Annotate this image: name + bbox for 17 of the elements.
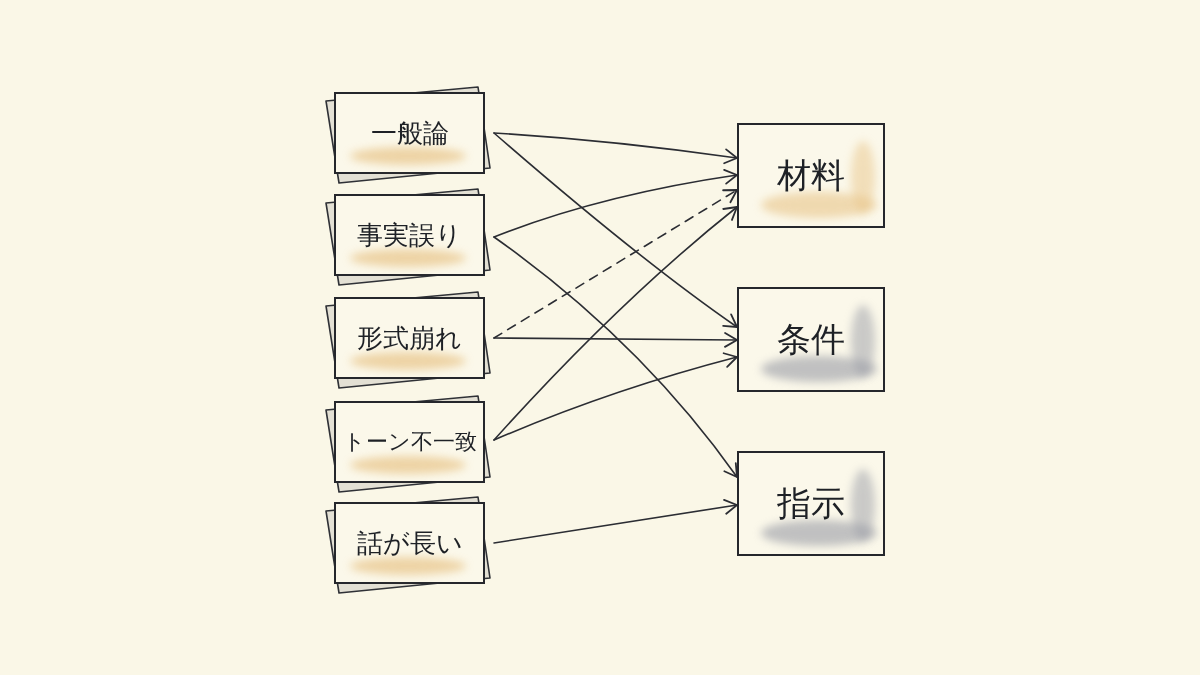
arrow [493,332,738,348]
arrow [493,189,738,339]
arrow [493,499,738,544]
category-box: 材料 [737,123,885,228]
arrow [493,132,738,165]
category-box: 条件 [737,287,885,392]
note-card: トーン不一致 [322,393,494,495]
arrow [493,236,738,478]
arrow [493,169,738,238]
note-card: 形式崩れ [322,289,494,391]
arrow [493,132,738,328]
note-card: 話が長い [322,494,494,596]
arrow [493,352,738,441]
note-card: 一般論 [322,84,494,186]
note-card: 事実誤り [322,186,494,288]
arrow [493,206,738,441]
category-box: 指示 [737,451,885,556]
